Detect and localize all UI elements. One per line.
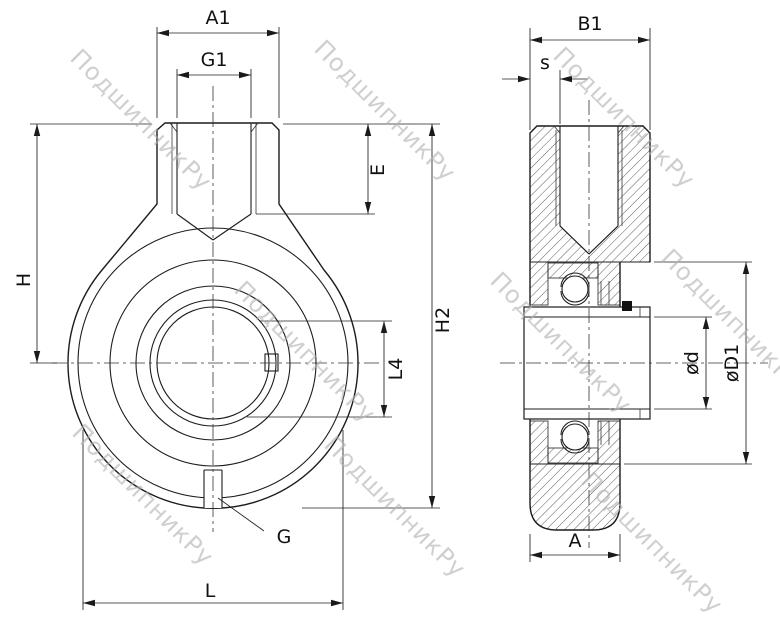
ball-top	[561, 275, 589, 303]
ball-bottom	[561, 423, 589, 451]
side-housing	[529, 261, 650, 531]
dim-g-leader: G	[217, 497, 292, 548]
set-screw-front	[264, 353, 279, 372]
dim-label-a: A	[569, 530, 582, 552]
side-view: B1 s ød øD1	[500, 13, 768, 562]
dim-label-g1: G1	[201, 49, 228, 71]
dim-label-s: s	[540, 52, 550, 74]
dim-d: ød	[654, 316, 712, 410]
dim-e: E	[256, 123, 440, 215]
dim-d1: øD1	[624, 261, 752, 465]
dim-label-d: ød	[681, 351, 703, 375]
set-screw-side	[622, 301, 632, 311]
side-balls	[560, 272, 590, 454]
dim-a1: A1	[156, 7, 280, 118]
dim-label-l4: L4	[385, 358, 407, 381]
dim-g1: G1	[176, 49, 252, 118]
dim-label-d1: øD1	[721, 344, 743, 382]
dim-l: L	[82, 430, 344, 610]
dim-l4: L4	[247, 320, 407, 418]
dim-h2: H2	[302, 124, 454, 509]
dim-h: H	[13, 123, 152, 364]
dim-s: s	[502, 52, 588, 124]
front-threaded-hole	[169, 122, 259, 241]
side-inner-ring	[523, 301, 651, 420]
front-view: A1 G1 H E	[13, 7, 454, 610]
dim-b1: B1	[529, 13, 651, 130]
front-centerlines	[52, 86, 382, 532]
side-centerlines	[500, 100, 768, 548]
dim-label-b1: B1	[577, 13, 602, 35]
dim-label-l: L	[205, 580, 216, 602]
dim-label-e: E	[367, 164, 389, 176]
dim-label-g: G	[277, 526, 292, 548]
dim-label-h2: H2	[432, 307, 454, 333]
side-hanger-arm	[529, 125, 651, 263]
dim-label-a1: A1	[205, 7, 230, 29]
dim-label-h: H	[13, 273, 35, 287]
dim-a: A	[529, 530, 621, 562]
